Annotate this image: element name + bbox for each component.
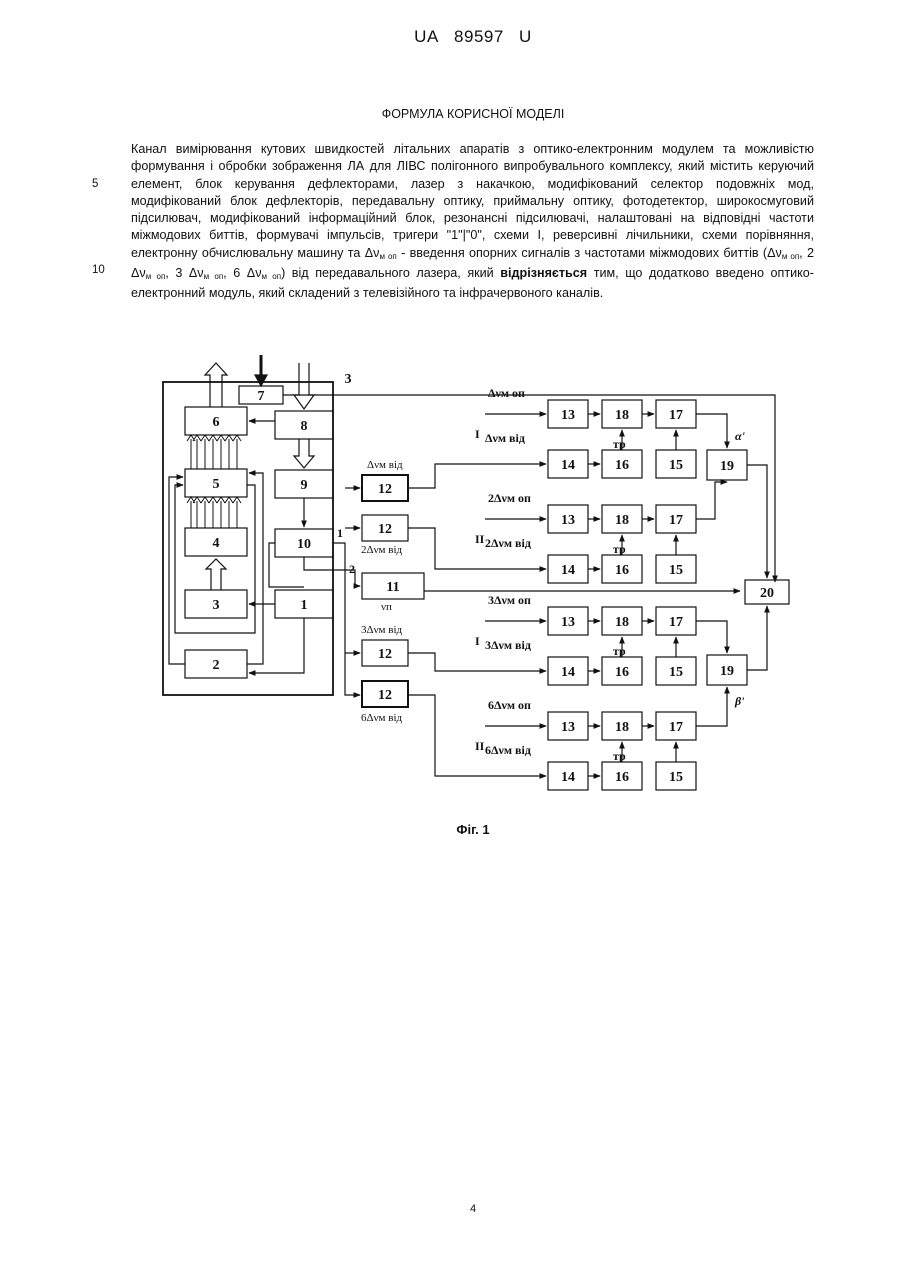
block-15-number: 15 <box>669 563 683 578</box>
block-15-number: 15 <box>669 770 683 785</box>
svg-text:α': α' <box>735 429 746 443</box>
block-5: 5 <box>185 469 247 497</box>
block-16-number: 16 <box>615 458 629 473</box>
block-14-number: 14 <box>561 770 575 785</box>
block-14-number: 14 <box>561 665 575 680</box>
svg-text:12: 12 <box>378 688 392 703</box>
document-header: UA 89597 U <box>0 27 901 47</box>
svg-text:6: 6 <box>213 415 220 430</box>
header-kind: U <box>519 27 532 46</box>
block-20: 20 <box>745 580 789 604</box>
block-13-number: 13 <box>561 513 575 528</box>
roman-label: І <box>475 427 480 441</box>
block-diagram: 3 6 5 4 3 2 7 8 9 10 1 12 12 11 12 12 Δν… <box>155 355 805 815</box>
header-number: 89597 <box>454 27 504 46</box>
block-12-b: 12 <box>362 515 408 541</box>
svg-text:3Δνм від: 3Δνм від <box>361 624 403 636</box>
claim-distinguishing-word: відрізняється <box>500 266 587 280</box>
block-13-number: 13 <box>561 408 575 423</box>
block-17-number: 17 <box>669 615 683 630</box>
svg-text:7: 7 <box>258 389 265 404</box>
trigger-label: тр <box>613 749 626 763</box>
svg-text:12: 12 <box>378 482 392 497</box>
section-title: ФОРМУЛА КОРИСНОЇ МОДЕЛІ <box>0 107 901 121</box>
svg-text:4: 4 <box>213 536 220 551</box>
svg-text:19: 19 <box>720 664 734 679</box>
block-2: 2 <box>185 650 247 678</box>
trigger-label: тр <box>613 644 626 658</box>
signal-label: 2Δνм від <box>485 536 531 550</box>
svg-text:19: 19 <box>720 459 734 474</box>
block-6: 6 <box>185 407 247 435</box>
block-17-number: 17 <box>669 513 683 528</box>
block-17-number: 17 <box>669 720 683 735</box>
svg-text:10: 10 <box>297 537 311 552</box>
roman-label: ІІ <box>475 739 485 753</box>
svg-text:5: 5 <box>213 477 220 492</box>
ref-label: Δνм оп <box>488 386 525 400</box>
block-19-upper: 19 <box>707 450 747 480</box>
block-8: 8 <box>275 411 333 439</box>
signal-label: 6Δνм від <box>485 743 531 757</box>
block-12-d: 12 <box>362 681 408 707</box>
svg-text:8: 8 <box>301 419 308 434</box>
svg-text:12: 12 <box>378 647 392 662</box>
svg-text:2: 2 <box>349 562 355 576</box>
svg-text:3: 3 <box>213 598 220 613</box>
ref-label: 2Δνм оп <box>488 491 531 505</box>
figure-caption: Фіг. 1 <box>0 822 901 837</box>
svg-text:20: 20 <box>760 586 774 601</box>
block-15-number: 15 <box>669 458 683 473</box>
ref-label: 6Δνм оп <box>488 698 531 712</box>
svg-text:β': β' <box>734 694 745 708</box>
svg-text:12: 12 <box>378 522 392 537</box>
block-18-number: 18 <box>615 513 629 528</box>
block-16-number: 16 <box>615 770 629 785</box>
block-18-number: 18 <box>615 408 629 423</box>
block-1: 1 <box>275 590 333 618</box>
block-10: 10 <box>275 529 333 557</box>
block-13-number: 13 <box>561 615 575 630</box>
trigger-label: тр <box>613 542 626 556</box>
block-12-a: 12 <box>362 475 408 501</box>
signal-label: Δνм від <box>485 431 525 445</box>
line-number-10: 10 <box>92 264 105 276</box>
svg-text:1: 1 <box>301 598 308 613</box>
block-19-lower: 19 <box>707 655 747 685</box>
block-7: 7 <box>239 386 283 404</box>
block-9: 9 <box>275 470 333 498</box>
svg-text:11: 11 <box>386 580 399 595</box>
svg-text:2: 2 <box>213 658 220 673</box>
block-14-number: 14 <box>561 563 575 578</box>
block-16-number: 16 <box>615 665 629 680</box>
block-12-c: 12 <box>362 640 408 666</box>
block-4: 4 <box>185 528 247 556</box>
block-15-number: 15 <box>669 665 683 680</box>
svg-text:6Δνм від: 6Δνм від <box>361 712 403 724</box>
group-label: 3 <box>345 372 352 387</box>
svg-text:νп: νп <box>381 601 392 613</box>
svg-text:2Δνм від: 2Δνм від <box>361 544 403 556</box>
line-number-5: 5 <box>92 178 98 190</box>
signal-label: 3Δνм від <box>485 638 531 652</box>
block-17-number: 17 <box>669 408 683 423</box>
trigger-label: тр <box>613 437 626 451</box>
block-18-number: 18 <box>615 615 629 630</box>
block-3: 3 <box>185 590 247 618</box>
roman-label: ІІ <box>475 532 485 546</box>
block-14-number: 14 <box>561 458 575 473</box>
block-18-number: 18 <box>615 720 629 735</box>
block-13-number: 13 <box>561 720 575 735</box>
block-16-number: 16 <box>615 563 629 578</box>
block-11: 11 <box>362 573 424 599</box>
roman-label: І <box>475 634 480 648</box>
claim-text: Канал вимірювання кутових швидкостей літ… <box>131 141 814 303</box>
ref-label: 3Δνм оп <box>488 593 531 607</box>
header-code: UA <box>414 27 439 46</box>
svg-text:Δνм від: Δνм від <box>367 459 403 471</box>
svg-text:1: 1 <box>337 526 343 540</box>
svg-text:9: 9 <box>301 478 308 493</box>
page-number: 4 <box>0 1203 901 1215</box>
